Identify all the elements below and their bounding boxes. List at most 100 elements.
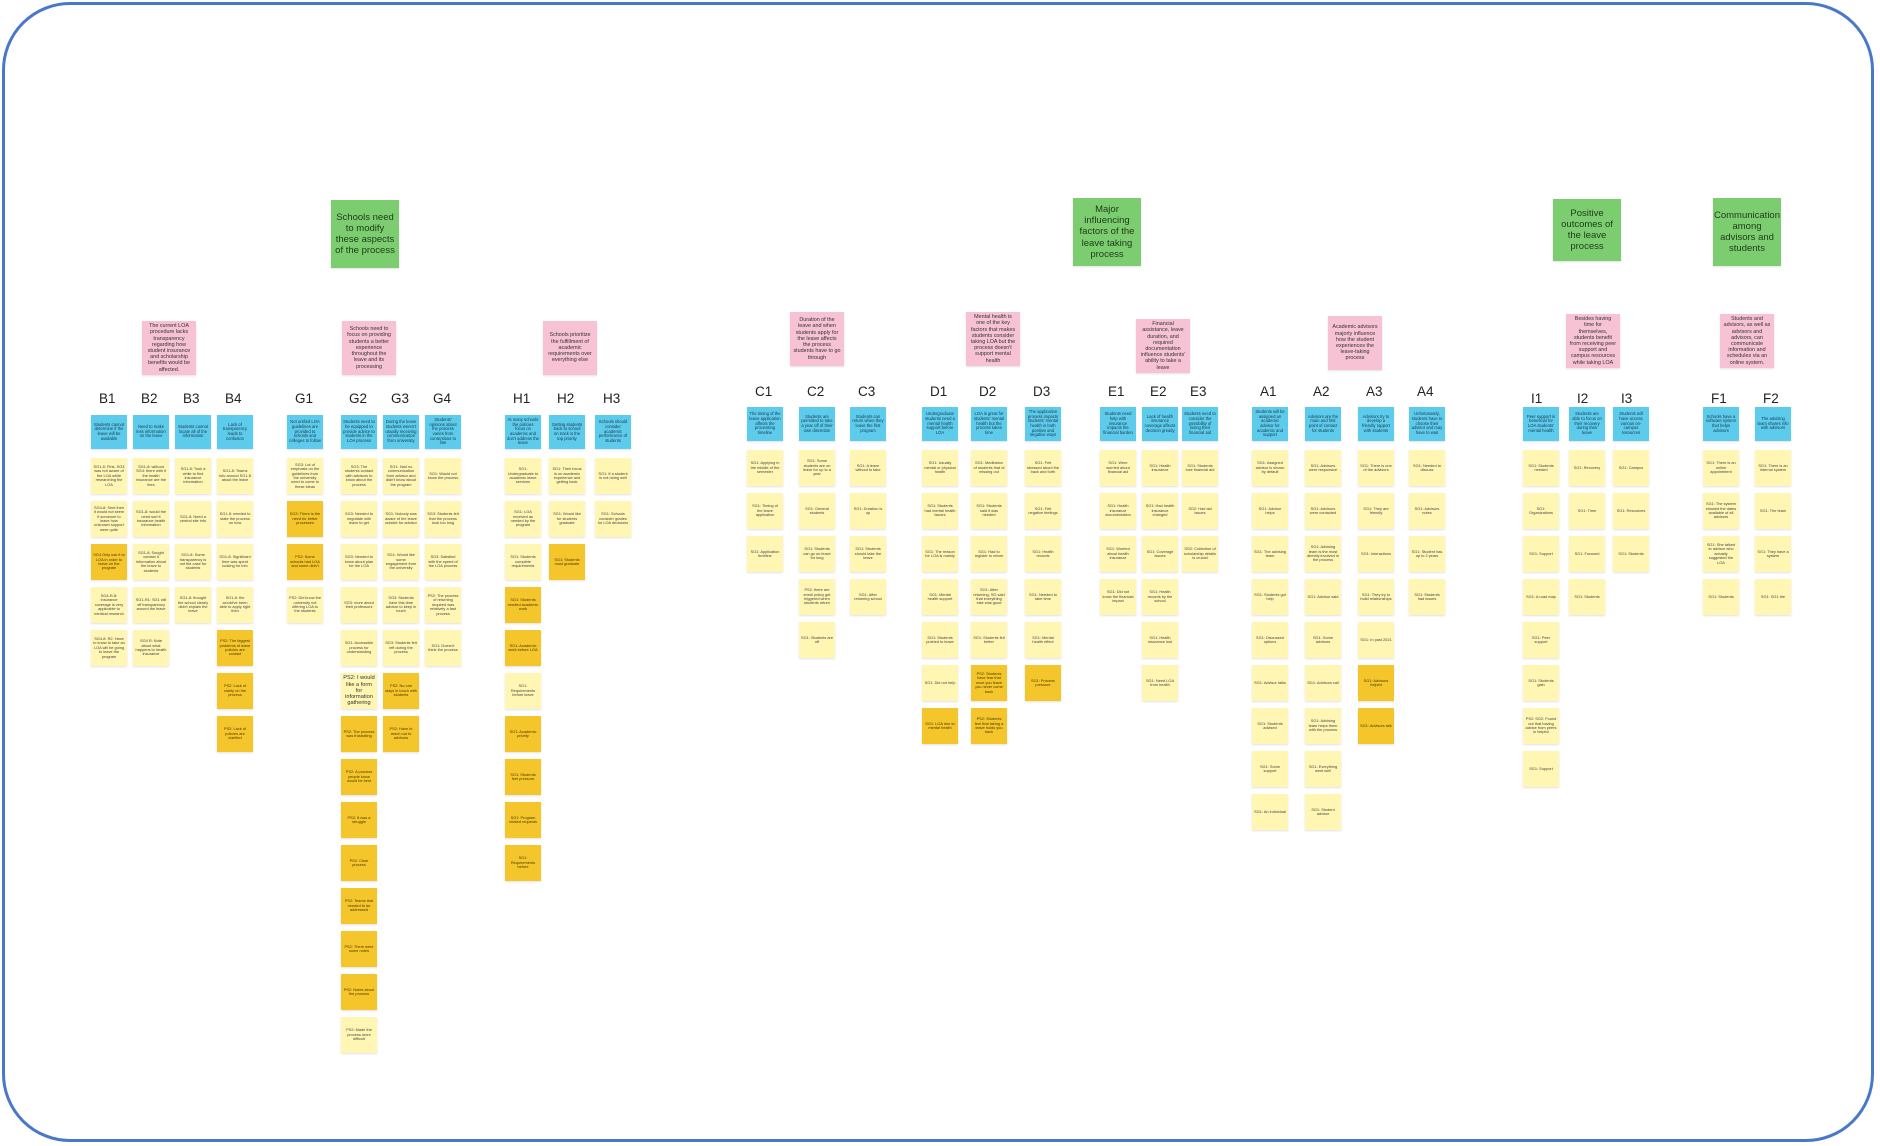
- sticky-note-g4[interactable]: SG3: Students felt that the process took…: [425, 501, 461, 537]
- insight-sticky-E[interactable]: Financial assistance, leave duration, an…: [1136, 319, 1190, 373]
- sticky-note-g2[interactable]: PS2: I would like a form for information…: [341, 673, 377, 709]
- insight-sticky-H[interactable]: Schools prioritize the fulfillment of ac…: [543, 321, 597, 375]
- sticky-note-d1[interactable]: SG1: Students pushed to leave: [922, 622, 958, 658]
- header-note-B3[interactable]: Students cannot locate all of the inform…: [175, 415, 211, 449]
- header-note-C2[interactable]: Students are permitted to take a year of…: [799, 407, 835, 441]
- sticky-note-h1[interactable]: SG1: Requirements before: [505, 845, 541, 881]
- sticky-note-h1[interactable]: SG1: Undergraduate to academic leave ser…: [505, 458, 541, 494]
- sticky-note-h1[interactable]: SG1: Students needed academic work: [505, 587, 541, 623]
- sticky-note-g1[interactable]: PS2: Some schools had LOA and some didn'…: [287, 544, 323, 580]
- header-note-I2[interactable]: Students are able to focus on their reco…: [1569, 407, 1605, 441]
- theme-sticky-t3[interactable]: Positive outcomes of the leave process: [1553, 199, 1621, 261]
- sticky-note-a1[interactable]: SG1: Assigned advisor is shown by defaul…: [1252, 450, 1288, 486]
- sticky-note-h1[interactable]: SG1: Students complete requirements: [505, 544, 541, 580]
- sticky-note-a3[interactable]: SG1: They try to build relationships: [1358, 579, 1394, 615]
- sticky-note-a1[interactable]: SG1: Students advised: [1252, 708, 1288, 744]
- sticky-note-d2[interactable]: PS2: Students have fear that once you le…: [971, 665, 1007, 701]
- sticky-note-i1[interactable]: SG1: Support: [1523, 751, 1559, 787]
- sticky-note-h3[interactable]: SG1: If a student is not doing well: [595, 458, 631, 494]
- sticky-note-a4[interactable]: SG1: Advisors notes: [1409, 493, 1445, 529]
- sticky-note-g2[interactable]: SG3: Needed to negotiate with leave to g…: [341, 501, 377, 537]
- header-note-I3[interactable]: Students will have access various on-cam…: [1613, 407, 1649, 441]
- sticky-note-g3[interactable]: SG3: Students have this time advisor to …: [383, 587, 419, 623]
- header-note-A3[interactable]: Advisors try to develop a friendly rappo…: [1358, 407, 1394, 441]
- sticky-note-a3[interactable]: SG1: There is one of the advisors: [1358, 450, 1394, 486]
- sticky-note-d2[interactable]: PS2: Students feel that taking a leave h…: [971, 708, 1007, 744]
- header-note-B2[interactable]: Need to make less information on the lea…: [133, 415, 169, 449]
- sticky-note-d1[interactable]: SG1: LOA due to mental health: [922, 708, 958, 744]
- sticky-note-a1[interactable]: SG1: Advisor talks: [1252, 665, 1288, 701]
- sticky-note-a1[interactable]: SG1: Students got help: [1252, 579, 1288, 615]
- sticky-note-e1[interactable]: SG1: Worried about health insurance: [1100, 536, 1136, 572]
- sticky-note-a1[interactable]: SG1: The advising team: [1252, 536, 1288, 572]
- insight-sticky-G[interactable]: Schools need to focus on providing stude…: [342, 321, 396, 375]
- sticky-note-d3[interactable]: SG1: Needed to take time: [1025, 579, 1061, 615]
- sticky-note-g3[interactable]: SG1: Nobody was aware of the leave outsi…: [383, 501, 419, 537]
- sticky-note-a2[interactable]: SG1: Advisors were contacted: [1305, 493, 1341, 529]
- sticky-note-g2[interactable]: PS2: A process people know would be best: [341, 759, 377, 795]
- header-note-E2[interactable]: Lack of health insurance coverage affect…: [1142, 407, 1178, 441]
- sticky-note-a4[interactable]: SG1: Needed to discuss: [1409, 450, 1445, 486]
- sticky-note-e1[interactable]: SG1: Were worried about financial aid: [1100, 450, 1136, 486]
- header-note-B1[interactable]: Students cannot determine if the leave w…: [91, 415, 127, 449]
- sticky-note-b4[interactable]: SG1-8: the would've been able to apply r…: [217, 587, 253, 623]
- sticky-note-d3[interactable]: SG1: Health records: [1025, 536, 1061, 572]
- sticky-note-a1[interactable]: SG1: Discussed options: [1252, 622, 1288, 658]
- header-note-E3[interactable]: Students need to consider the possibilit…: [1182, 407, 1218, 441]
- sticky-note-g3[interactable]: SG3: Students felt left during the proce…: [383, 630, 419, 666]
- sticky-note-g3[interactable]: PS2: Have to reach out to advisors: [383, 716, 419, 752]
- sticky-note-b4[interactable]: PS2: Lack of clarity on the process: [217, 673, 253, 709]
- sticky-note-f2[interactable]: SG1: SG1 the: [1755, 579, 1791, 615]
- sticky-note-b2[interactable]: SG1-R1: SG1 will off transparency around…: [133, 587, 169, 623]
- sticky-note-d2[interactable]: SG1: After returning, SG said that every…: [971, 579, 1007, 615]
- sticky-note-b1[interactable]: SG4-R-8: Insurance coverage is very appl…: [91, 587, 127, 623]
- insight-sticky-B[interactable]: The current LOA procedure lacks transpar…: [142, 321, 196, 375]
- sticky-note-h1[interactable]: SG1: Students feel pressure: [505, 759, 541, 795]
- sticky-note-b4[interactable]: PS2: Lack of policies are clarified: [217, 716, 253, 752]
- sticky-note-e1[interactable]: SG1: Health insurance documentation: [1100, 493, 1136, 529]
- sticky-note-b2[interactable]: SG1-8: without SG4: there with it the he…: [133, 458, 169, 494]
- sticky-note-f1[interactable]: SG1: She talked to advisor who actually …: [1703, 536, 1739, 572]
- sticky-note-b3[interactable]: SG1-8: Took a while to find insurance in…: [175, 458, 211, 494]
- header-note-D3[interactable]: The application process impacts students…: [1025, 407, 1061, 441]
- sticky-note-i2[interactable]: SG1: Recovery: [1569, 450, 1605, 486]
- sticky-note-a1[interactable]: SG1: An individual: [1252, 794, 1288, 830]
- insight-sticky-C[interactable]: Duration of the leave and when students …: [790, 312, 844, 366]
- sticky-note-e2[interactable]: SG1: Health insurance lost: [1142, 622, 1178, 658]
- insight-sticky-F[interactable]: Students and advisors, as well as adviso…: [1720, 314, 1774, 368]
- sticky-note-a3[interactable]: SG1: Advisors helped: [1358, 665, 1394, 701]
- sticky-note-g2[interactable]: SG3: The students contact with advisors …: [341, 458, 377, 494]
- insight-sticky-D[interactable]: Mental health is one of the key factors …: [966, 312, 1020, 366]
- sticky-note-f1[interactable]: SG1: There is an online appointment: [1703, 450, 1739, 486]
- sticky-note-c1[interactable]: SG1: Application timeline: [747, 536, 783, 572]
- sticky-note-e2[interactable]: SG1: Health records by the school: [1142, 579, 1178, 615]
- header-note-A2[interactable]: Advisors are the main and first point of…: [1305, 407, 1341, 441]
- sticky-note-b2[interactable]: SG1-8: Sought contain it information abo…: [133, 544, 169, 580]
- sticky-note-a3[interactable]: SG1: Interactions: [1358, 536, 1394, 572]
- sticky-note-f1[interactable]: SG1: The system showed the dates availab…: [1703, 493, 1739, 529]
- sticky-note-c2[interactable]: SG1: Students can go on leave for long: [799, 536, 835, 572]
- header-note-H3[interactable]: Schools should consider academic perform…: [595, 415, 631, 449]
- sticky-note-b1[interactable]: SG1-8: First, SG3 was not aware of the L…: [91, 458, 127, 494]
- sticky-note-d1[interactable]: SG1: Mental health support: [922, 579, 958, 615]
- sticky-note-i1[interactable]: SG1: Students gain: [1523, 665, 1559, 701]
- sticky-note-h1[interactable]: SG1: Requirements before leave: [505, 673, 541, 709]
- sticky-note-f2[interactable]: SG1: They have a system: [1755, 536, 1791, 572]
- sticky-note-d3[interactable]: SG1: Mental health effect: [1025, 622, 1061, 658]
- sticky-note-e3[interactable]: SG2: Had aid issues: [1182, 493, 1218, 529]
- theme-sticky-t4[interactable]: Communication among advisors and student…: [1713, 198, 1781, 266]
- sticky-note-c3[interactable]: SG1: Duration is up: [850, 493, 886, 529]
- sticky-note-h3[interactable]: SG1: Schools consider grades for LOA dec…: [595, 501, 631, 537]
- sticky-note-e2[interactable]: SG1: Had health insurance changed: [1142, 493, 1178, 529]
- sticky-note-d3[interactable]: SG1: Felt negative feelings: [1025, 493, 1061, 529]
- sticky-note-i1[interactable]: SG1: A road map: [1523, 579, 1559, 615]
- sticky-note-g4[interactable]: SG1: Would not know the process: [425, 458, 461, 494]
- sticky-note-a2[interactable]: SG1: Advisor said: [1305, 579, 1341, 615]
- sticky-note-a2[interactable]: SG1: Advisors were responsive: [1305, 450, 1341, 486]
- sticky-note-g4[interactable]: SG3: Satisfied with the speed of the LOA…: [425, 544, 461, 580]
- sticky-note-g3[interactable]: SG1: Would like some engagement from the…: [383, 544, 419, 580]
- sticky-note-a2[interactable]: SG1: Advisors call: [1305, 665, 1341, 701]
- sticky-note-i1[interactable]: SG1: Peer support: [1523, 622, 1559, 658]
- sticky-note-f2[interactable]: SG1: There is an internal system: [1755, 450, 1791, 486]
